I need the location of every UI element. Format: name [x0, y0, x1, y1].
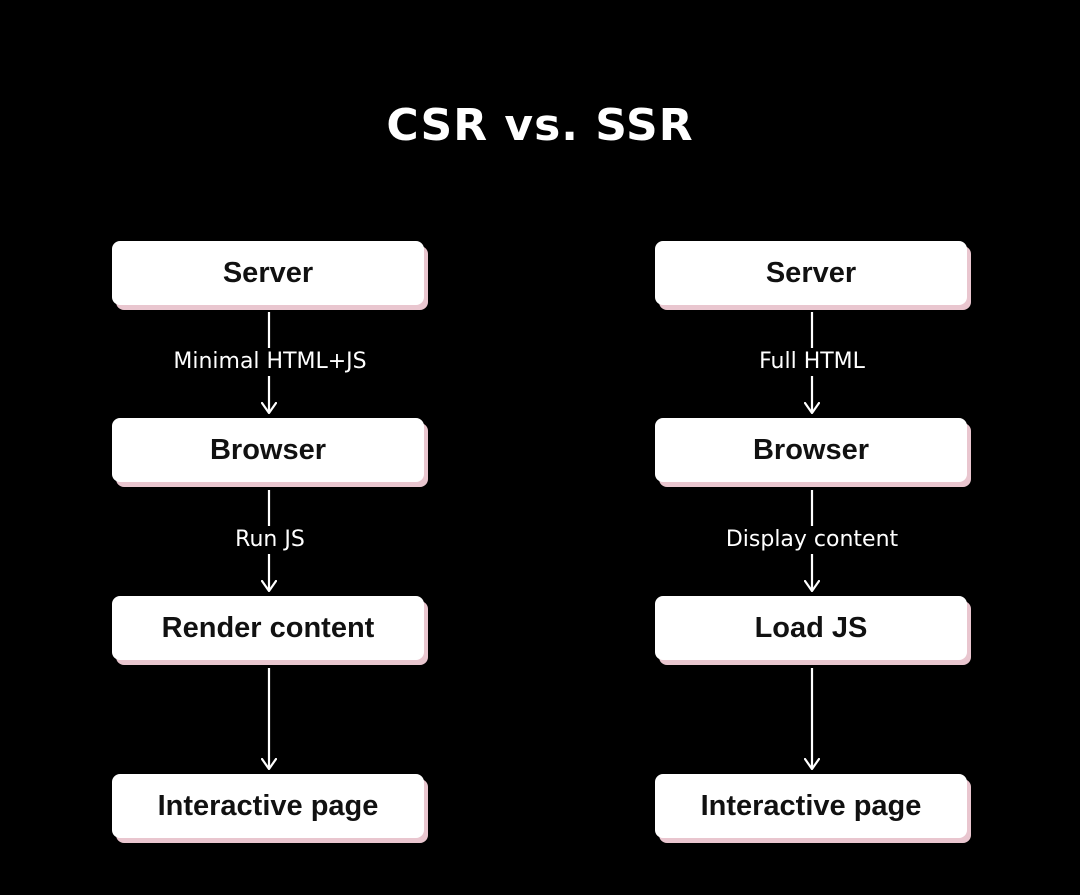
csr-node-render-content: Render content — [112, 596, 424, 660]
csr-edge-label-run-js: Run JS — [229, 526, 311, 554]
csr-node-server: Server — [112, 241, 424, 305]
ssr-node-browser: Browser — [655, 418, 967, 482]
csr-node-interactive-page: Interactive page — [112, 774, 424, 838]
ssr-node-server: Server — [655, 241, 967, 305]
csr-edge-label-minimal-html-js: Minimal HTML+JS — [167, 348, 373, 376]
diagram-title: CSR vs. SSR — [386, 100, 694, 151]
csr-node-browser: Browser — [112, 418, 424, 482]
ssr-node-interactive-page: Interactive page — [655, 774, 967, 838]
ssr-node-load-js: Load JS — [655, 596, 967, 660]
ssr-edge-label-full-html: Full HTML — [753, 348, 871, 376]
ssr-edge-label-display-content: Display content — [719, 526, 905, 554]
